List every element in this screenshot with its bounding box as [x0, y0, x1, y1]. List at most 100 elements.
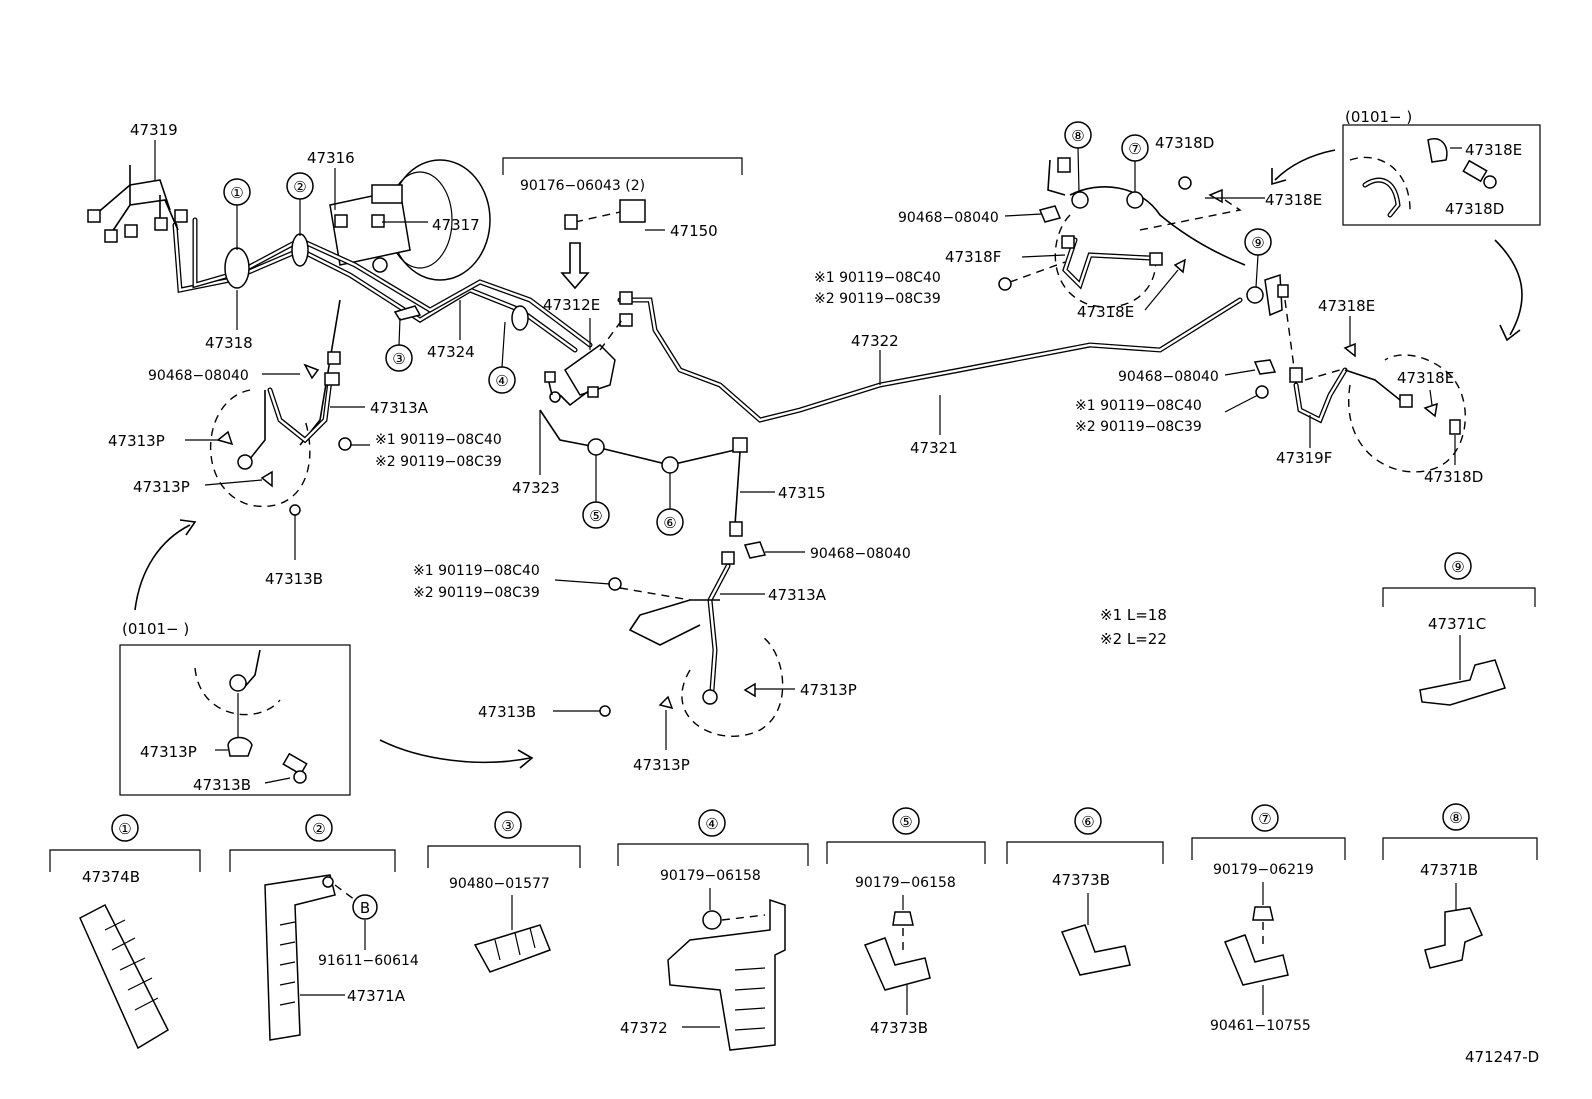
label-m1-a: ※1 90119−08C40	[375, 432, 502, 448]
label-inset-right-47318E: 47318E	[1465, 141, 1522, 159]
detail-1-part-1: 47374B	[82, 868, 140, 886]
label-47313B-b: 47313B	[478, 703, 536, 721]
inset-right	[1342, 124, 1541, 226]
callout-8: ⑧	[1071, 127, 1084, 145]
label-m2-b: ※2 90119−08C39	[413, 585, 540, 601]
arrow-inset-left-right-head	[517, 749, 534, 769]
detail-3-callout: ③	[501, 817, 514, 835]
label-90468-d: 90468−08040	[1118, 369, 1219, 385]
label-47318D-a: 47318D	[1155, 134, 1214, 152]
detail-9: ⑨ 47371C	[1382, 552, 1536, 706]
label-m1-d: ※1 90119−08C40	[1075, 398, 1202, 414]
label-inset-left-47313P: 47313P	[140, 743, 197, 761]
detail-3: ③ 90480−01577	[427, 811, 581, 973]
label-47321: 47321	[910, 439, 958, 457]
detail-8-callout: ⑧	[1449, 809, 1462, 827]
label-inset-left-47313B: 47313B	[193, 776, 251, 794]
line-47323	[539, 409, 736, 466]
label-47313P-b: 47313P	[133, 478, 190, 496]
label-47324: 47324	[427, 343, 475, 361]
detail-4: ④ 90179−06158 47372	[617, 809, 809, 1051]
label-inset-left-range: (0101− )	[122, 620, 189, 638]
detail-7-callout: ⑦	[1258, 810, 1271, 828]
clamp-6-marker	[661, 456, 679, 474]
label-47318E-c: 47318E	[1318, 297, 1375, 315]
label-m1-b: ※1 90119−08C40	[413, 563, 540, 579]
label-47313A-a: 47313A	[370, 399, 429, 417]
detail-2-callout: ②	[312, 820, 325, 838]
callout-5: ⑤	[589, 507, 602, 525]
detail-4-callout: ④	[705, 815, 718, 833]
arrow-inset-right-left	[1274, 149, 1336, 181]
label-47312E: 47312E	[543, 296, 600, 314]
callout-2: ②	[293, 178, 306, 196]
clamp-1	[224, 247, 250, 289]
callout-4: ④	[495, 372, 508, 390]
inset-left	[119, 644, 351, 796]
label-47313P-c: 47313P	[800, 681, 857, 699]
label-47318D-b: 47318D	[1424, 468, 1483, 486]
proportioning-valve	[544, 199, 1243, 423]
label-inset-right-47318D: 47318D	[1445, 200, 1504, 218]
detail-8: ⑧ 47371B	[1382, 803, 1538, 969]
detail-7-part-1: 90179−06219	[1213, 862, 1314, 878]
detail-6-callout: ⑥	[1081, 813, 1094, 831]
callout-7: ⑦	[1128, 140, 1141, 158]
detail-6-part-1: 47373B	[1052, 871, 1110, 889]
label-47313P-d: 47313P	[633, 756, 690, 774]
detail-2-part-2: 47371A	[347, 987, 406, 1005]
detail-5: ⑤ 90179−06158 47373B	[826, 807, 986, 1037]
label-47316: 47316	[307, 149, 355, 167]
label-47317: 47317	[432, 216, 480, 234]
callout-6: ⑥	[663, 514, 676, 532]
detail-9-callout: ⑨	[1451, 558, 1464, 576]
leader-lines	[154, 140, 1462, 784]
callout-9: ⑨	[1251, 234, 1264, 252]
detail-2-part-1: 91611−60614	[318, 953, 419, 969]
diagram-id: 471247-D	[1465, 1048, 1539, 1066]
rear-right-hose-area	[1253, 342, 1466, 473]
arrow-inset-right-down	[1494, 239, 1523, 336]
label-47318E-b: 47318E	[1077, 303, 1134, 321]
detail-2: ② B 91611−60614 47371A	[229, 814, 419, 1041]
detail-9-part: 47371C	[1428, 615, 1486, 633]
label-90468-b: 90468−08040	[810, 546, 911, 562]
label-47315: 47315	[778, 484, 826, 502]
label-m2-d: ※2 90119−08C39	[1075, 419, 1202, 435]
detail-6: ⑥ 47373B	[1006, 807, 1164, 976]
line-fittings	[87, 209, 385, 243]
label-47319F: 47319F	[1276, 449, 1332, 467]
label-47313A-b: 47313A	[768, 586, 827, 604]
detail-5-part-1: 90179−06158	[855, 875, 956, 891]
arrow-inset-right-down-head	[1499, 324, 1521, 342]
detail-4-part-2: 47372	[620, 1019, 668, 1037]
label-47150: 47150	[670, 222, 718, 240]
front-left-hose-area	[209, 351, 352, 516]
detail-2-callout-b: B	[360, 899, 370, 917]
detail-5-callout: ⑤	[899, 813, 912, 831]
label-m2-c: ※2 90119−08C39	[814, 291, 941, 307]
arrow-inset-left-right	[379, 739, 531, 764]
label-47318F: 47318F	[945, 248, 1001, 266]
arrow-inset-right-left-head	[1271, 168, 1287, 186]
label-47318: 47318	[205, 334, 253, 352]
label-47313P-a: 47313P	[108, 432, 165, 450]
detail-3-part-1: 90480−01577	[449, 876, 550, 892]
rear-brake-hose-area	[998, 157, 1296, 376]
label-47313B-a: 47313B	[265, 570, 323, 588]
arrow-inset-left-up	[134, 524, 191, 611]
front-right-hose-area	[599, 437, 784, 737]
label-m1-c: ※1 90119−08C40	[814, 270, 941, 286]
callout-markers	[223, 121, 1272, 536]
detail-1: ① 47374B	[49, 814, 201, 1050]
brake-booster	[329, 159, 491, 281]
detail-4-part-1: 90179−06158	[660, 868, 761, 884]
label-47318E-a: 47318E	[1265, 191, 1322, 209]
callout-1: ①	[230, 184, 243, 202]
detail-1-callout: ①	[118, 820, 131, 838]
note-2: ※2 L=22	[1100, 630, 1167, 648]
note-1: ※1 L=18	[1100, 606, 1167, 624]
clamp-3	[393, 305, 422, 321]
detail-8-part-1: 47371B	[1420, 861, 1478, 879]
